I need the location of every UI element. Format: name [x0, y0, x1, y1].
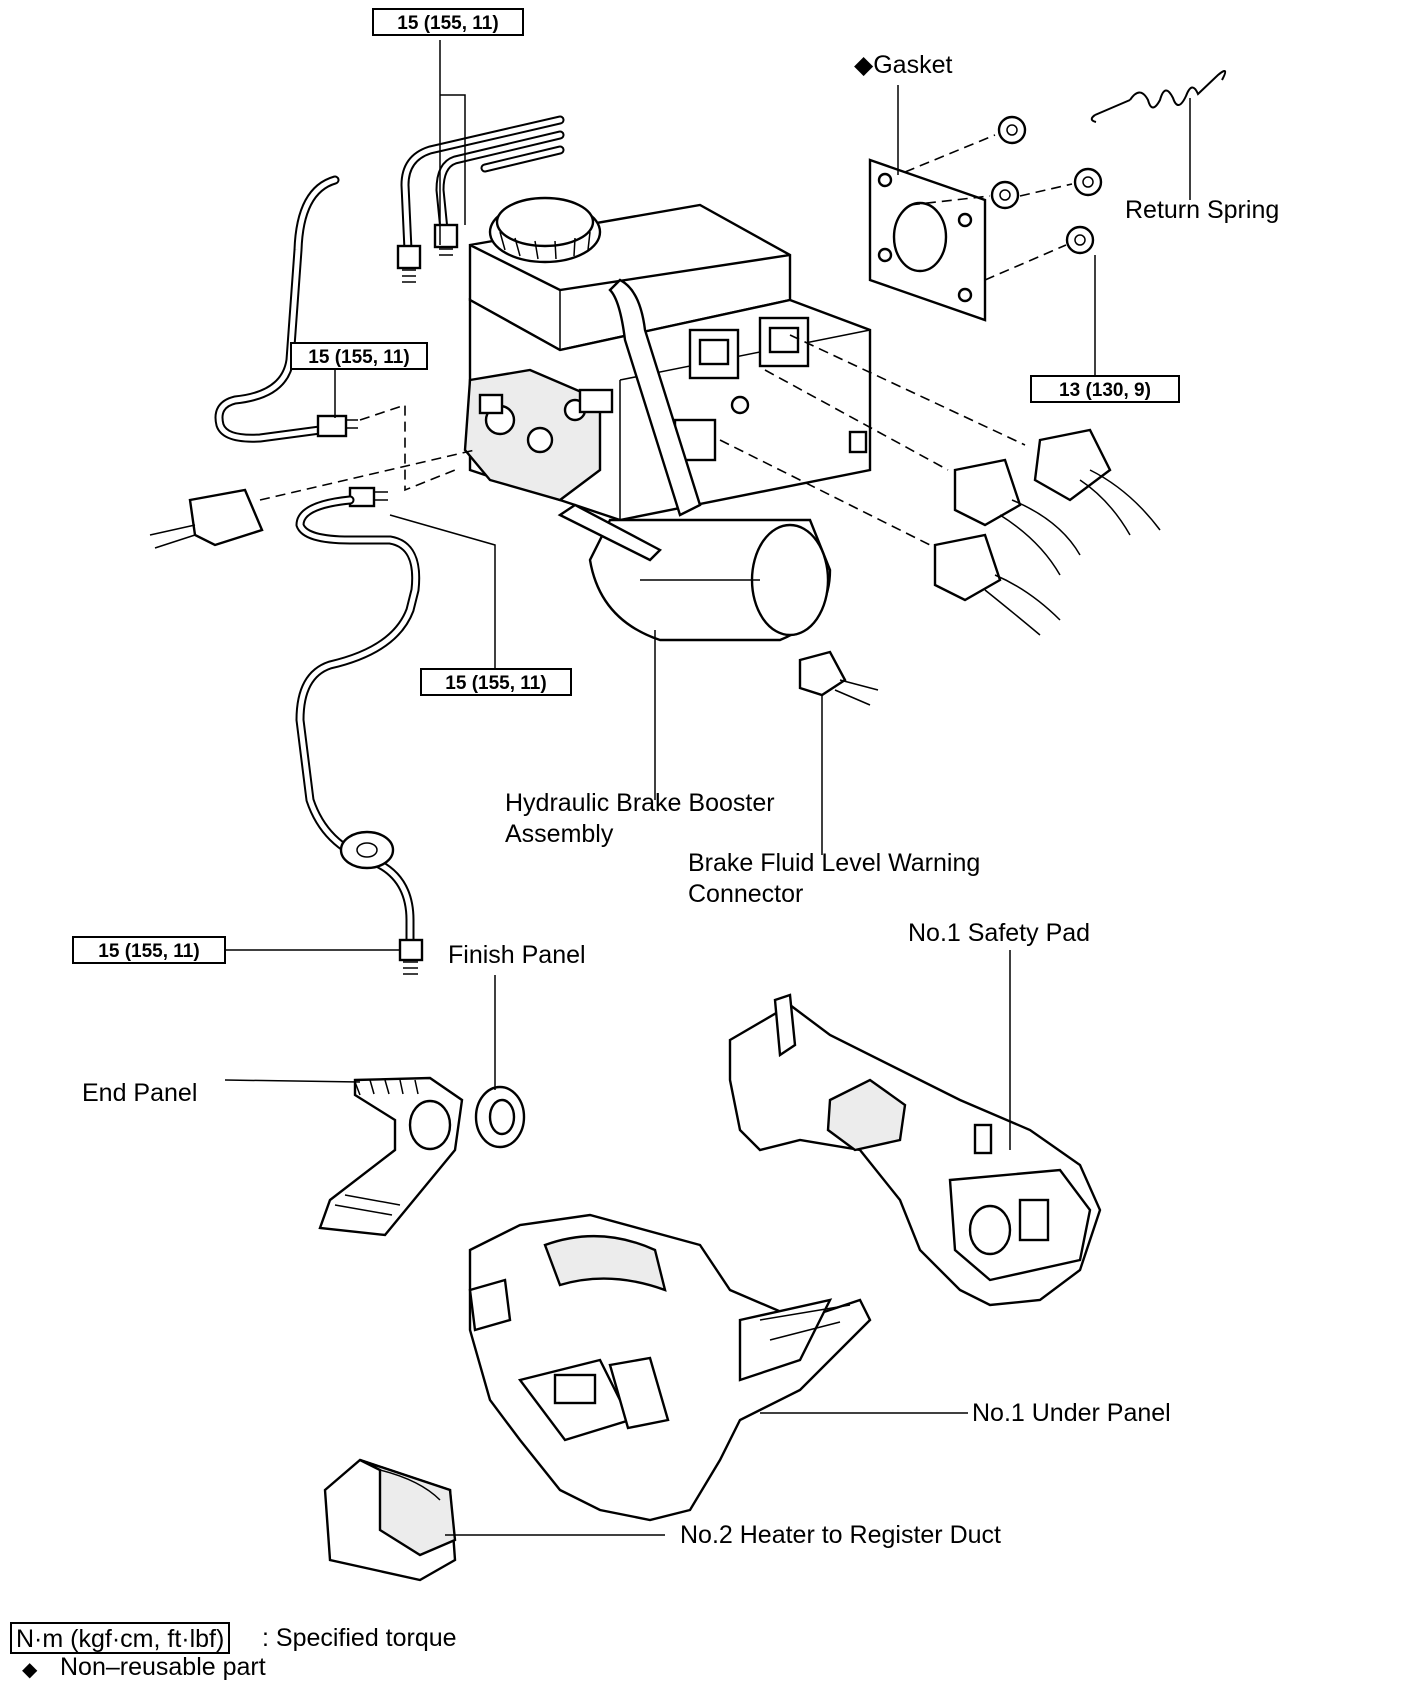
left-connector: [149, 403, 476, 549]
torque-spec-top: 15 (155, 11): [372, 8, 524, 36]
leader-lines: [224, 40, 1191, 1536]
legend-nonreusable-icon: ◆: [22, 1659, 38, 1681]
legend-torque-desc: : Specified torque: [262, 1624, 457, 1652]
end-panel-label: End Panel: [82, 1079, 198, 1107]
hydraulic-brake-booster-drawing: [463, 196, 872, 642]
gasket-nuts: [904, 115, 1103, 281]
torque-spec-lower: 15 (155, 11): [72, 936, 226, 964]
left-brake-tube: [214, 175, 358, 443]
safety-pad-drawing: [728, 993, 1102, 1307]
torque-spec-valve: 15 (155, 11): [420, 668, 572, 696]
brake-fluid-connector-drawing: [798, 650, 879, 706]
torque-spec-gasket: 13 (130, 9): [1030, 375, 1180, 403]
safety-pad-label: No.1 Safety Pad: [908, 919, 1091, 947]
brake-fluid-label-line2: Connector: [688, 880, 804, 908]
finish-panel-drawing: [474, 1085, 526, 1149]
lower-brake-tube: [295, 486, 424, 975]
hydraulic-booster-label-line2: Assembly: [505, 820, 614, 848]
gasket-drawing: [868, 158, 987, 322]
heater-duct-drawing: [323, 1458, 457, 1582]
finish-panel-label: Finish Panel: [448, 941, 586, 969]
legend-torque-unit: N·m (kgf·cm, ft·lbf): [10, 1622, 231, 1654]
under-panel-drawing: [468, 1213, 872, 1522]
legend-nonreusable-desc: Non–reusable part: [60, 1653, 266, 1681]
heater-duct-label: No.2 Heater to Register Duct: [680, 1521, 1001, 1549]
torque-spec-left: 15 (155, 11): [290, 342, 428, 370]
under-panel-label: No.1 Under Panel: [972, 1399, 1171, 1427]
nonreusable-marker-icon: ◆: [854, 51, 874, 79]
return-spring-drawing: [1090, 70, 1227, 123]
return-spring-label: Return Spring: [1125, 196, 1280, 224]
gasket-label: ◆Gasket: [854, 50, 952, 80]
end-panel-drawing: [318, 1076, 464, 1237]
harness-connectors: [719, 334, 1161, 636]
brake-fluid-label-line1: Brake Fluid Level Warning: [688, 849, 981, 877]
gasket-label-text: Gasket: [873, 51, 953, 79]
hydraulic-booster-label-line1: Hydraulic Brake Booster: [505, 789, 775, 817]
